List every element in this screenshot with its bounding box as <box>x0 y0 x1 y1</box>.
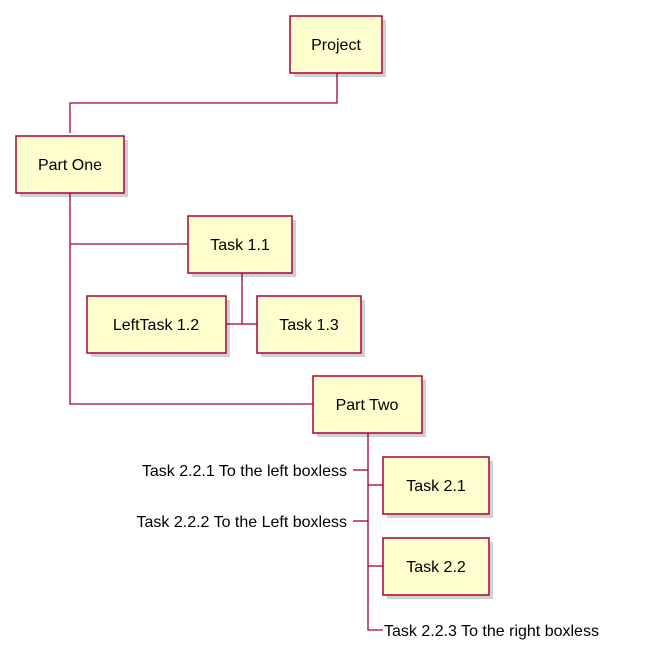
node-project-label: Project <box>311 37 361 54</box>
node-part-one: Part One <box>15 135 128 197</box>
node-project-box <box>289 15 383 74</box>
node-part-one-box <box>15 135 125 194</box>
boxless-task-2-2-3: Task 2.2.3 To the right boxless <box>384 623 599 640</box>
node-task-1-1-box <box>187 215 293 274</box>
node-task-1-3-box <box>256 295 362 354</box>
node-task-1-1: Task 1.1 <box>187 215 296 277</box>
node-left-task-1-2: LeftTask 1.2 <box>86 295 230 357</box>
edge-part-one-trunk <box>69 193 313 405</box>
node-task-1-3: Task 1.3 <box>256 295 365 357</box>
boxless-task-2-2-1: Task 2.2.1 To the left boxless <box>142 463 347 480</box>
boxless-task-2-2-2: Task 2.2.2 To the Left boxless <box>137 514 348 531</box>
node-task-1-3-label: Task 1.3 <box>279 317 339 334</box>
node-project: Project <box>289 15 386 77</box>
node-task-2-1-box <box>382 456 490 515</box>
node-part-two: Part Two <box>312 375 426 437</box>
connectors <box>69 73 383 631</box>
node-task-2-2-box <box>382 537 490 596</box>
node-task-2-2: Task 2.2 <box>382 537 493 599</box>
edge-part-two-trunk <box>367 433 383 631</box>
edge-project-part-one <box>69 73 338 133</box>
node-task-2-1-label: Task 2.1 <box>406 478 466 495</box>
node-left-task-1-2-label: LeftTask 1.2 <box>113 317 199 334</box>
node-task-1-1-label: Task 1.1 <box>210 237 270 254</box>
node-part-two-label: Part Two <box>336 397 399 414</box>
node-task-2-2-label: Task 2.2 <box>406 559 466 576</box>
node-left-task-1-2-box <box>86 295 227 354</box>
node-part-one-label: Part One <box>38 157 102 174</box>
node-task-2-1: Task 2.1 <box>382 456 493 518</box>
node-part-two-box <box>312 375 423 434</box>
